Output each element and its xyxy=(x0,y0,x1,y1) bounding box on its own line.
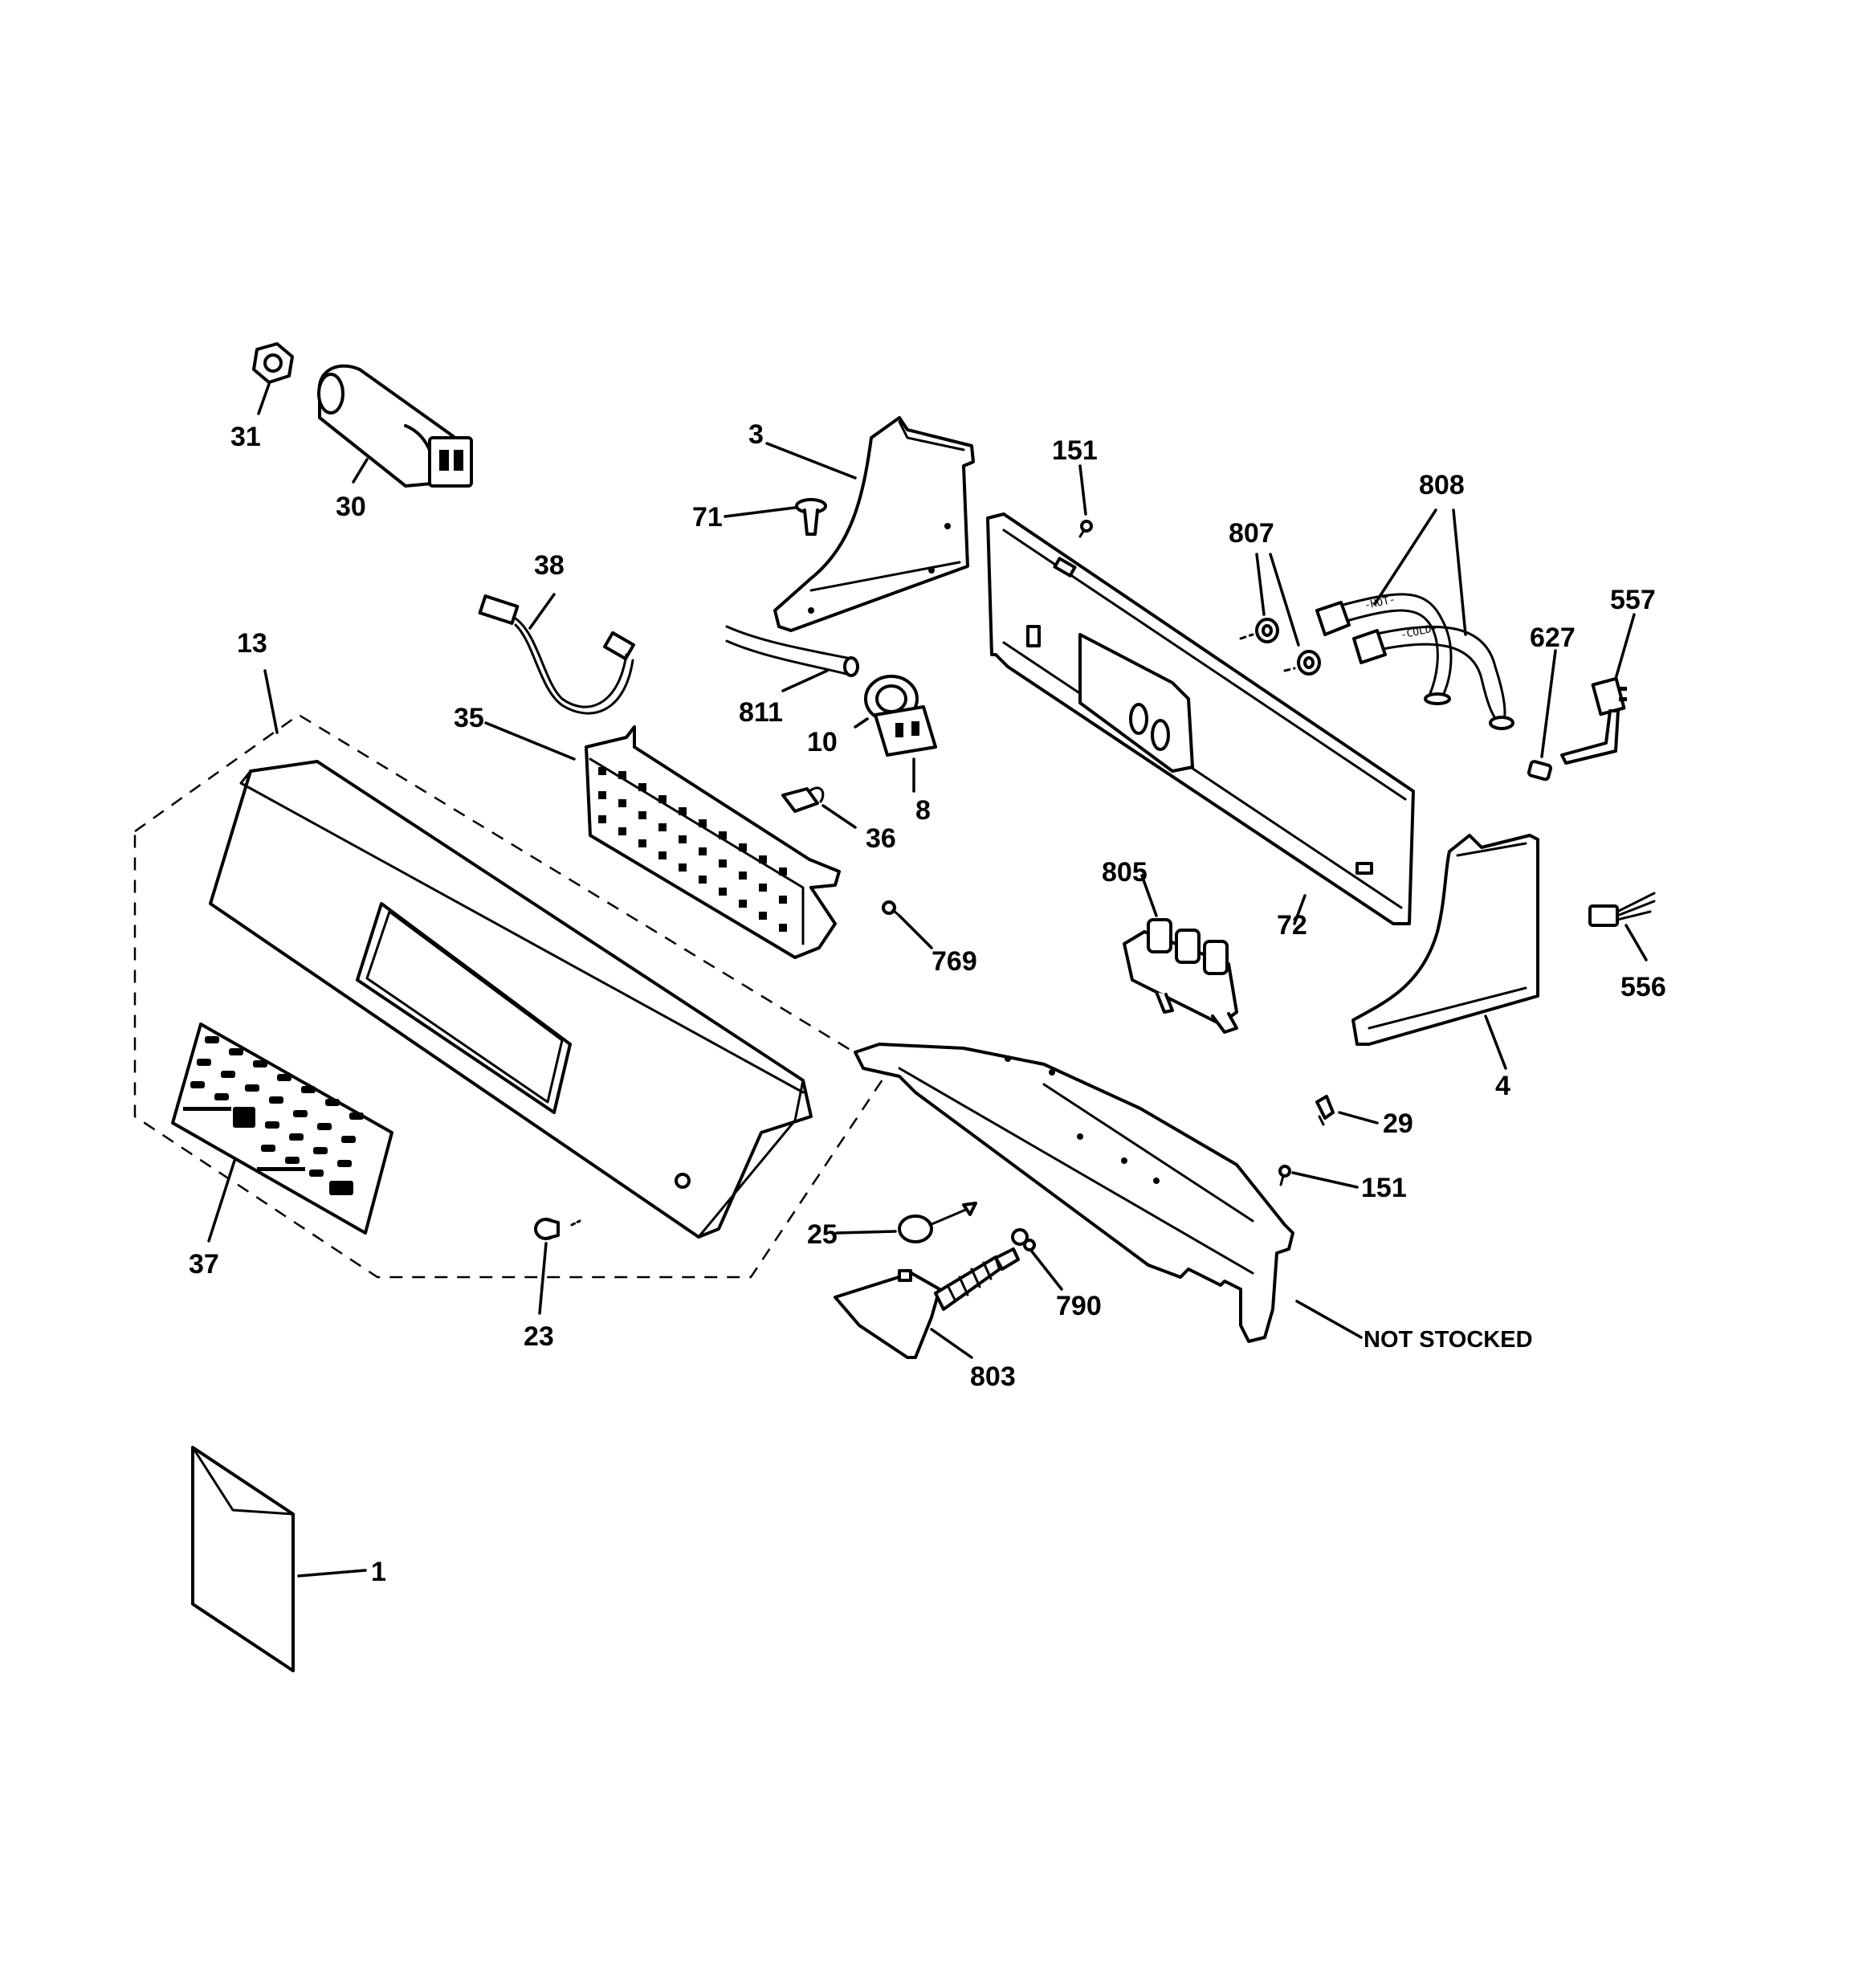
part-556-connector xyxy=(1588,892,1656,927)
label-627: 627 xyxy=(1530,623,1576,653)
part-811-tube xyxy=(725,625,859,677)
part-769-screw xyxy=(882,900,901,917)
part-37-keypad-overlay xyxy=(171,1023,393,1235)
label-36: 36 xyxy=(866,823,896,854)
label-71: 71 xyxy=(692,502,723,533)
label-3: 3 xyxy=(748,419,764,450)
part-13-control-panel xyxy=(133,713,889,1279)
label-803: 803 xyxy=(970,1361,1016,1392)
label-811: 811 xyxy=(739,697,783,728)
label-557: 557 xyxy=(1610,585,1656,615)
part-151-screw-top xyxy=(1078,520,1093,538)
hose-cold-mark: -COLD- xyxy=(1400,622,1439,641)
part-35-switch-bracket xyxy=(585,725,841,959)
part-1-literature-envelope xyxy=(191,1446,295,1672)
label-769: 769 xyxy=(932,946,977,977)
part-10-pressure-switch xyxy=(864,675,937,757)
label-790: 790 xyxy=(1056,1291,1102,1321)
part-71-screw xyxy=(795,498,827,536)
label-4: 4 xyxy=(1495,1071,1510,1101)
label-807: 807 xyxy=(1229,518,1274,549)
callout-labels: 31 30 38 13 35 3 71 811 10 8 36 769 151 … xyxy=(189,419,1666,1587)
part-36-clip xyxy=(781,786,825,813)
label-25: 25 xyxy=(807,1219,838,1250)
label-72: 72 xyxy=(1277,910,1307,941)
part-557-sensor xyxy=(1560,676,1627,765)
label-151-top: 151 xyxy=(1052,435,1098,466)
label-31: 31 xyxy=(230,422,261,452)
part-807-washers xyxy=(1239,618,1321,676)
part-23-knob-insert xyxy=(534,1218,581,1240)
part-627-grommet xyxy=(1527,760,1552,782)
part-29-clip xyxy=(1315,1095,1335,1126)
label-808: 808 xyxy=(1419,470,1465,500)
part-808-inlet-hoses: -HOT- -COLD- xyxy=(1315,593,1514,730)
part-38-wire-harness xyxy=(478,594,635,715)
label-35: 35 xyxy=(454,703,484,733)
part-790-clamp xyxy=(1011,1228,1036,1251)
label-556: 556 xyxy=(1620,972,1666,1002)
label-30: 30 xyxy=(336,492,366,522)
part-805-water-valve xyxy=(1123,918,1238,1034)
part-151-screw-bottom xyxy=(1278,1165,1291,1186)
part-72-back-panel xyxy=(986,512,1415,925)
label-37: 37 xyxy=(189,1249,219,1280)
label-38: 38 xyxy=(534,550,565,581)
leader-lines xyxy=(207,382,1648,1578)
bottom-rail-not-stocked xyxy=(854,1043,1294,1343)
part-25-knob xyxy=(898,1202,977,1243)
label-29: 29 xyxy=(1383,1108,1413,1139)
part-803-lever xyxy=(834,1247,1020,1359)
part-30-capacitor xyxy=(317,364,473,488)
label-23: 23 xyxy=(524,1321,554,1352)
label-805: 805 xyxy=(1102,857,1148,888)
label-1: 1 xyxy=(371,1557,386,1587)
label-13: 13 xyxy=(237,628,267,659)
part-31-hex-nut xyxy=(252,342,294,384)
part-3-left-end-cap xyxy=(773,416,975,632)
label-8: 8 xyxy=(915,795,931,826)
label-10: 10 xyxy=(807,727,838,757)
label-not-stocked: NOT STOCKED xyxy=(1364,1327,1533,1353)
label-151-bottom: 151 xyxy=(1361,1173,1407,1203)
part-4-right-end-cap xyxy=(1351,834,1539,1046)
